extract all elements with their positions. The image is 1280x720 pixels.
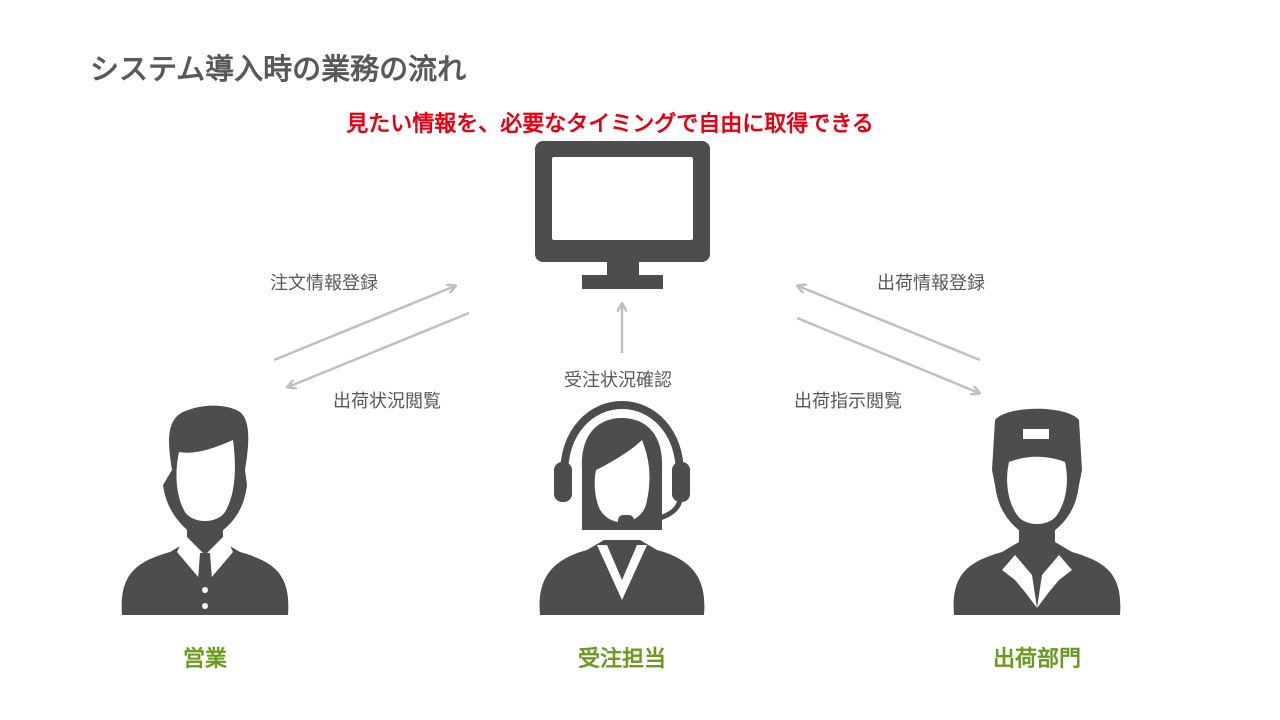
arrow-order-register <box>273 286 455 362</box>
flow-label-shipping-instruction-view: 出荷指示閲覧 <box>794 391 902 412</box>
arrow-shipping-register <box>798 286 981 362</box>
flow-label-order-register: 注文情報登録 <box>270 273 378 294</box>
computer-monitor-icon <box>535 141 710 289</box>
flow-label-shipping-status-view: 出荷状況閲覧 <box>333 391 441 412</box>
role-label-sales: 営業 <box>182 647 228 672</box>
arrow-shipping-status-view <box>288 311 470 387</box>
role-label-order-staff: 受注担当 <box>577 647 667 672</box>
arrow-shipping-instruction-view <box>796 316 979 393</box>
sales-person-icon <box>121 405 289 615</box>
flow-label-shipping-register: 出荷情報登録 <box>877 273 985 294</box>
role-label-shipping-dept: 出荷部門 <box>992 647 1082 672</box>
operator-headset-icon <box>539 400 705 615</box>
flow-label-order-status-check: 受注状況確認 <box>564 370 672 391</box>
shipping-worker-icon <box>953 408 1121 615</box>
slide-title: システム導入時の業務の流れ <box>90 52 467 86</box>
headline: 見たい情報を、必要なタイミングで自由に取得できる <box>346 112 874 137</box>
